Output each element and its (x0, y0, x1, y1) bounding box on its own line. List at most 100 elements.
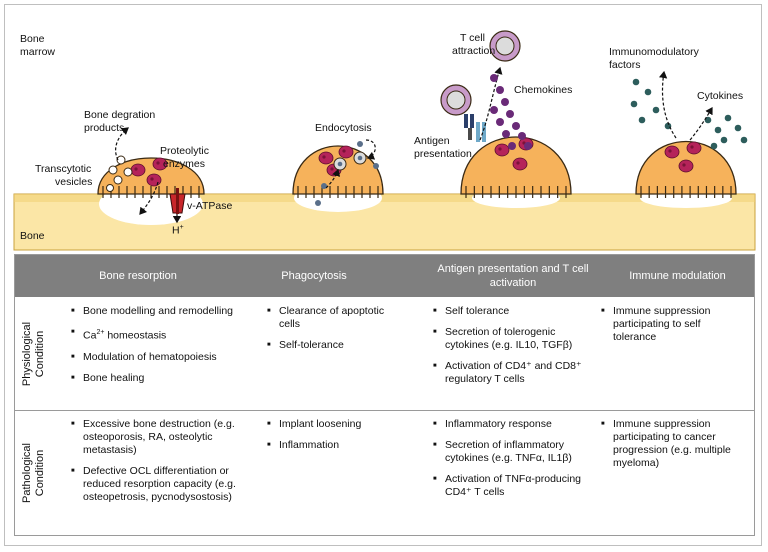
chemokine-dot (501, 98, 509, 106)
cytokine-dot (710, 142, 718, 150)
nucleus (338, 145, 354, 159)
v-atpase-label: v-ATPase (187, 200, 233, 212)
tcr-mhc-complex (464, 114, 486, 142)
chemokine-dot (502, 130, 510, 138)
h-plus-label: H+ (172, 224, 184, 237)
nucleolus (150, 177, 154, 181)
list-item: Bone modelling and remodelling (71, 305, 241, 318)
cytokine-dot (734, 124, 742, 132)
nucleus (664, 145, 680, 159)
header-phagocytosis: Phagocytosis (281, 270, 347, 282)
list-item: Ca2+ homeostasis (71, 326, 241, 343)
nucleus (152, 157, 168, 171)
list-item: Activation of CD4⁺ and CD8⁺ regulatory T… (433, 360, 591, 386)
nucleolus (342, 149, 346, 153)
nucleus (130, 163, 146, 177)
nucleolus (682, 163, 686, 167)
list-item: Excessive bone destruction (e.g. osteopo… (71, 418, 243, 457)
endocytosis-vesicles (315, 141, 379, 206)
list-item: Modulation of hematopoiesis (71, 351, 241, 364)
t-cell-top (489, 30, 521, 62)
cytokine-dot (644, 88, 652, 96)
list-item: Secretion of tolerogenic cytokines (e.g.… (433, 326, 591, 352)
endocytosis-arrow-2 (365, 139, 376, 160)
osteoclast-cell (460, 136, 572, 198)
cell-physio-resorption: Bone modelling and remodelling Ca2+ home… (71, 305, 241, 393)
cytokine-dot (652, 106, 660, 114)
osteoclast-cell (292, 145, 384, 198)
cytokine-dot (714, 126, 722, 134)
nucleolus (322, 155, 326, 159)
nucleus (686, 141, 702, 155)
cell-patho-resorption: Excessive bone destruction (e.g. osteopo… (71, 418, 243, 512)
chemokine-dot (490, 106, 498, 114)
chemokines-label: Chemokines (514, 84, 573, 96)
row-label-pathological: Pathological Condition (21, 443, 46, 503)
chemokine-dot (496, 86, 504, 94)
cytokine-release-arrow (689, 106, 713, 141)
cell-patho-immune: Immune suppression participating to canc… (601, 418, 746, 478)
nucleus (512, 157, 528, 171)
chemokine-dot (490, 74, 498, 82)
list-item: Immune suppression participating to self… (601, 305, 746, 344)
nucleus (494, 143, 510, 157)
chemokines-dots (490, 74, 532, 150)
cytokine-dot (638, 116, 646, 124)
cytokine-dot (720, 136, 728, 144)
t-cell-attraction-arrow (479, 66, 503, 141)
nucleolus (516, 161, 520, 165)
nucleolus (156, 161, 160, 165)
nucleolus (690, 145, 694, 149)
list-item: Self tolerance (433, 305, 591, 318)
chemokine-dot (524, 142, 532, 150)
transcytotic-vesicles (106, 155, 133, 192)
osteoclast-illustration (13, 30, 756, 251)
cytokine-dot (724, 114, 732, 122)
cell-patho-antigen: Inflammatory response Secretion of infla… (433, 418, 591, 507)
nucleolus (134, 167, 138, 171)
chemokine-dot (496, 118, 504, 126)
chemokine-dot (508, 142, 516, 150)
endocytosis-label: Endocytosis (315, 122, 372, 134)
list-item: Secretion of inflammatory cytokines (e.g… (433, 439, 591, 465)
osteoclast-cell (97, 157, 205, 198)
row-divider (15, 410, 754, 411)
cytokine-dot (630, 100, 638, 108)
cytokine-dot (740, 136, 748, 144)
cytokine-dot (632, 78, 640, 86)
nucleolus (498, 147, 502, 151)
table-header: Bone resorption Phagocytosis Antigen pre… (15, 255, 754, 297)
bone-label: Bone (20, 230, 45, 242)
list-item: Self-tolerance (267, 339, 407, 352)
list-item: Inflammation (267, 439, 407, 452)
list-item: Implant loosening (267, 418, 407, 431)
functions-table: Bone resorption Phagocytosis Antigen pre… (14, 254, 755, 536)
header-antigen-presentation: Antigen presentation and T cell activati… (437, 263, 589, 289)
immunomodulatory-arrow (658, 70, 677, 139)
row-label-physiological: Physiological Condition (21, 321, 47, 386)
v-atpase-pump (169, 188, 186, 224)
cytokines-dots (630, 78, 748, 150)
list-item: Defective OCL differentiation or reduced… (71, 465, 243, 504)
nucleus (318, 151, 334, 165)
cell-physio-antigen: Self tolerance Secretion of tolerogenic … (433, 305, 591, 394)
header-bone-resorption: Bone resorption (99, 270, 177, 282)
list-item: Clearance of apoptotic cells (267, 305, 407, 331)
nucleus (146, 173, 162, 187)
chemokine-dot (506, 110, 514, 118)
nucleolus (330, 167, 334, 171)
cell-physio-immune: Immune suppression participating to self… (601, 305, 746, 352)
t-cell-left (440, 84, 472, 116)
list-item: Immune suppression participating to canc… (601, 418, 746, 470)
nucleus (678, 159, 694, 173)
osteoclast-cell (635, 140, 737, 198)
endocytosis-arrow (325, 168, 341, 189)
cell-physio-phagocytosis: Clearance of apoptotic cells Self-tolera… (267, 305, 407, 360)
list-item: Bone healing (71, 372, 241, 385)
